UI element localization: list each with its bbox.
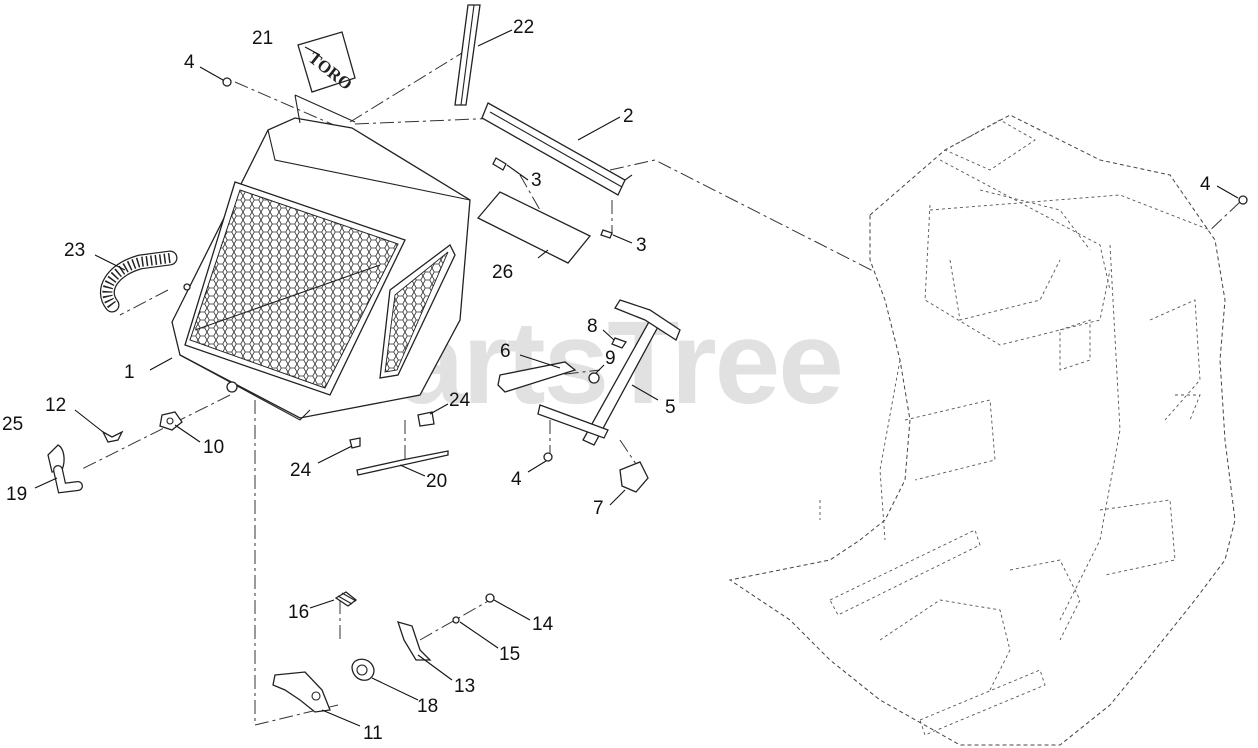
callout-13: 13 [454,676,475,697]
callout-24-left: 24 [290,460,312,481]
part-5-6-linkage [497,299,681,446]
callout-12: 12 [45,395,66,416]
callout-6: 6 [500,341,511,362]
hardware [47,77,1248,624]
callout-15: 15 [499,644,520,665]
callout-16: 16 [288,602,309,623]
callout-4-middle: 4 [511,469,522,490]
callout-labels: 21 22 4 2 3 4 3 23 26 8 6 9 1 5 12 24 25… [2,17,1211,744]
callout-18: 18 [417,696,438,717]
callout-23: 23 [64,240,85,261]
callout-10: 10 [203,437,224,458]
callout-4-right: 4 [1200,174,1211,195]
callout-7: 7 [593,498,604,519]
part-7-latch [619,461,649,493]
callout-19: 19 [6,484,27,505]
part-26-decal [476,191,592,264]
callout-20: 20 [426,471,447,492]
callout-11: 11 [363,723,383,744]
part-22-strip [454,4,481,106]
leader-lines [34,29,1239,727]
callout-9: 9 [605,348,616,369]
part-1-screen-housing [171,94,471,421]
callout-5: 5 [665,397,676,418]
callout-2: 2 [623,106,634,127]
callout-25: 25 [2,414,23,435]
callout-21: 21 [252,28,273,49]
mower-frame [728,114,1236,746]
callout-26: 26 [492,262,513,283]
callout-4-top: 4 [184,52,195,73]
callout-3-upper: 3 [531,170,542,191]
callout-24-right: 24 [449,390,471,411]
callout-1: 1 [124,362,135,383]
part-2-bracket [481,102,633,196]
callout-14: 14 [532,614,554,635]
part-23-hose [99,250,178,313]
callout-8: 8 [587,316,598,337]
lower-assembly [272,591,432,713]
callout-22: 22 [513,17,534,38]
callout-3-lower: 3 [636,235,647,256]
part-21-decal: TORO [297,31,356,94]
